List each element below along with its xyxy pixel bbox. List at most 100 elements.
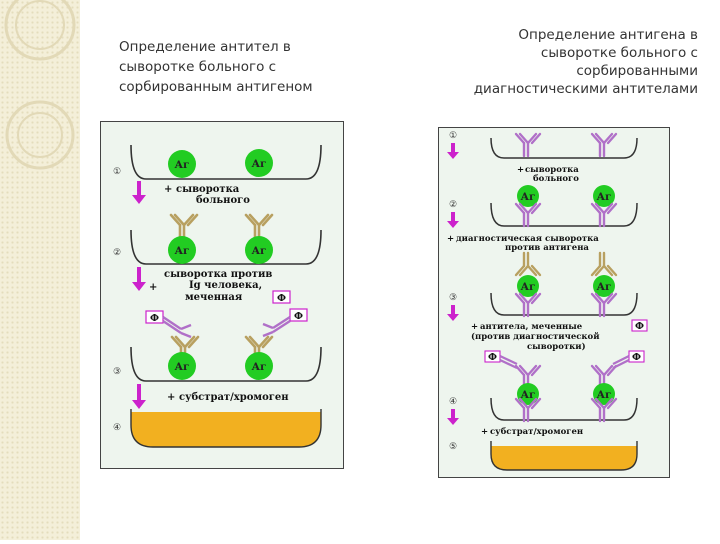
labeled-antibody-icon	[262, 322, 274, 338]
label-substrate: субстрат/хромоген	[490, 426, 583, 437]
label-patient-serum: сыворотка	[176, 184, 240, 195]
plus-sign: +	[149, 282, 157, 293]
antigen-2b	[593, 185, 615, 207]
step-marker-3: ③	[449, 293, 457, 303]
antigen-1b	[245, 149, 273, 177]
right-diagram-canvas: ① + сыворотка больного ② Аг Аг + диагнос…	[447, 131, 648, 471]
antibody-y-icon	[514, 132, 542, 158]
antigen-2b	[245, 236, 273, 264]
antigen-label: Аг	[597, 389, 612, 401]
substrate-colored-well	[491, 446, 637, 470]
label-anti-human-ig: Ig человека,	[189, 280, 262, 291]
conjugate-label: Ф	[488, 352, 497, 363]
label-labeled-antibodies: антитела, меченные	[480, 322, 583, 332]
antigen-label: Аг	[175, 159, 190, 171]
antigen-3b	[245, 352, 273, 380]
well-4	[490, 397, 638, 421]
left-heading-line: сыворотке больного с	[119, 59, 277, 75]
label-diagnostic-serum: против антигена	[505, 243, 589, 253]
arrow-down-icon	[447, 305, 459, 321]
antigen-label: Аг	[175, 361, 190, 373]
antigen-4a	[517, 383, 539, 405]
arrow-down-icon	[447, 143, 459, 159]
label-patient-serum: сыворотка	[525, 165, 579, 175]
antibody-y-icon	[590, 132, 618, 158]
labeled-antibody-icon	[272, 315, 291, 334]
antibody-y-icon	[514, 202, 542, 228]
labeled-antibody-icon	[499, 355, 518, 369]
right-heading-line: Определение антигена в	[518, 27, 698, 43]
plus-sign: +	[481, 427, 488, 437]
antibody-y-icon	[590, 202, 618, 228]
conjugate-label: Ф	[294, 311, 303, 322]
step-marker-4: ④	[113, 423, 121, 433]
conjugate-label-box	[631, 319, 648, 332]
antigen-2a	[168, 236, 196, 264]
well-1	[130, 144, 322, 180]
antigen-3a	[168, 352, 196, 380]
arrow-down-icon	[132, 267, 146, 291]
decorative-circles	[4, 0, 76, 170]
right-heading-line: сыворотке больного с	[540, 45, 698, 61]
left-diagram-canvas: ① Аг Аг + сыворотка больного ② Аг Аг + с…	[113, 144, 322, 448]
antigen-label: Аг	[252, 245, 267, 257]
labeled-antibody-icon	[180, 323, 192, 339]
conjugate-label: Ф	[635, 321, 644, 332]
antigen-detection-diagram: ① + сыворотка больного ② Аг Аг + диагнос…	[438, 127, 670, 478]
step-marker-5: ⑤	[449, 442, 457, 452]
plus-sign: +	[447, 234, 454, 244]
antibody-inverted-icon	[590, 251, 618, 277]
arrow-down-icon	[132, 181, 146, 204]
left-heading-line: сорбированным антигеном	[119, 79, 313, 95]
arrow-down-icon	[447, 409, 459, 425]
step-marker-2: ②	[449, 200, 457, 210]
antigen-label: Аг	[597, 281, 612, 293]
labeled-antibody-icon	[162, 316, 182, 334]
step-marker-2: ②	[113, 248, 121, 258]
label-labeled-antibodies: сыворотки)	[527, 341, 586, 352]
antigen-1a	[168, 150, 196, 178]
plus-sign: +	[517, 165, 524, 175]
antibody-y-icon	[514, 292, 542, 318]
conjugate-label: Ф	[277, 293, 286, 304]
plus-sign: +	[471, 322, 478, 332]
decorative-border-strip	[0, 0, 80, 540]
label-anti-human-ig: сыворотка против	[164, 269, 272, 280]
step-marker-1: ①	[113, 167, 121, 177]
right-heading-line: сорбированными	[576, 63, 698, 79]
conjugate-label: Ф	[150, 313, 159, 324]
arrow-down-icon	[132, 384, 146, 409]
substrate-colored-well	[131, 412, 321, 447]
antigen-2a	[517, 185, 539, 207]
plus-sign: +	[164, 184, 172, 195]
antigen-3a	[517, 275, 539, 297]
label-diagnostic-serum: диагностическая сыворотка	[456, 234, 599, 244]
antibody-y-icon	[244, 213, 274, 241]
arrow-down-icon	[447, 212, 459, 228]
left-heading-line: Определение антител в	[119, 39, 291, 55]
well-4	[130, 409, 322, 448]
antigen-label: Аг	[252, 361, 267, 373]
well-5	[490, 441, 638, 471]
step-marker-3: ③	[113, 367, 121, 377]
antigen-label: Аг	[252, 158, 267, 170]
antigen-4b	[593, 383, 615, 405]
left-heading: Определение антител в сыворотке больного…	[119, 37, 349, 97]
label-patient-serum: больного	[533, 173, 579, 184]
right-heading: Определение антигена в сыворотке больног…	[430, 26, 698, 98]
right-heading-line: диагностическими антителами	[473, 81, 698, 97]
antibody-inverted-icon	[514, 251, 542, 277]
label-substrate: субстрат/хромоген	[179, 392, 289, 403]
conjugate-label-box	[272, 290, 291, 304]
antibody-detection-diagram: ① Аг Аг + сыворотка больного ② Аг Аг + с…	[100, 121, 344, 469]
antigen-label: Аг	[597, 191, 612, 203]
antibody-y-icon	[590, 292, 618, 318]
label-patient-serum: больного	[196, 195, 250, 206]
well-3	[490, 292, 638, 316]
antigen-3b	[593, 275, 615, 297]
antibody-y-icon	[169, 213, 199, 241]
step-marker-1: ①	[449, 131, 457, 141]
antigen-label: Аг	[521, 191, 536, 203]
well-3	[130, 346, 322, 382]
well-1	[490, 137, 638, 159]
